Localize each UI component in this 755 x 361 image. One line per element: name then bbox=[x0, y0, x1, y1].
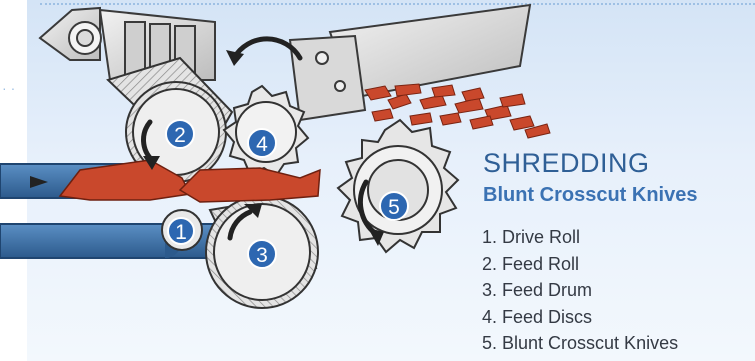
badge-1-number: 1 bbox=[175, 221, 187, 244]
legend-item-feed-drum: 3. Feed Drum bbox=[482, 277, 678, 304]
badge-4-number: 4 bbox=[256, 133, 268, 156]
legend-item-feed-discs: 4. Feed Discs bbox=[482, 304, 678, 331]
badge-4: 4 bbox=[248, 129, 276, 157]
legend-item-feed-roll: 2. Feed Roll bbox=[482, 251, 678, 278]
badge-2: 2 bbox=[166, 120, 194, 148]
crosscut-knife-drum bbox=[338, 120, 458, 252]
diagram-title: SHREDDING bbox=[483, 148, 650, 179]
diagram-subtitle: Blunt Crosscut Knives bbox=[483, 184, 697, 207]
badge-5: 5 bbox=[380, 192, 408, 220]
badge-5-number: 5 bbox=[388, 196, 400, 219]
badge-2-number: 2 bbox=[174, 124, 186, 147]
badge-1: 1 bbox=[168, 218, 194, 244]
legend-item-crosscut-knives: 5. Blunt Crosscut Knives bbox=[482, 330, 678, 357]
badge-3: 3 bbox=[248, 240, 276, 268]
component-legend: 1. Drive Roll 2. Feed Roll 3. Feed Drum … bbox=[482, 224, 678, 357]
legend-item-drive-roll: 1. Drive Roll bbox=[482, 224, 678, 251]
badge-3-number: 3 bbox=[256, 244, 268, 267]
